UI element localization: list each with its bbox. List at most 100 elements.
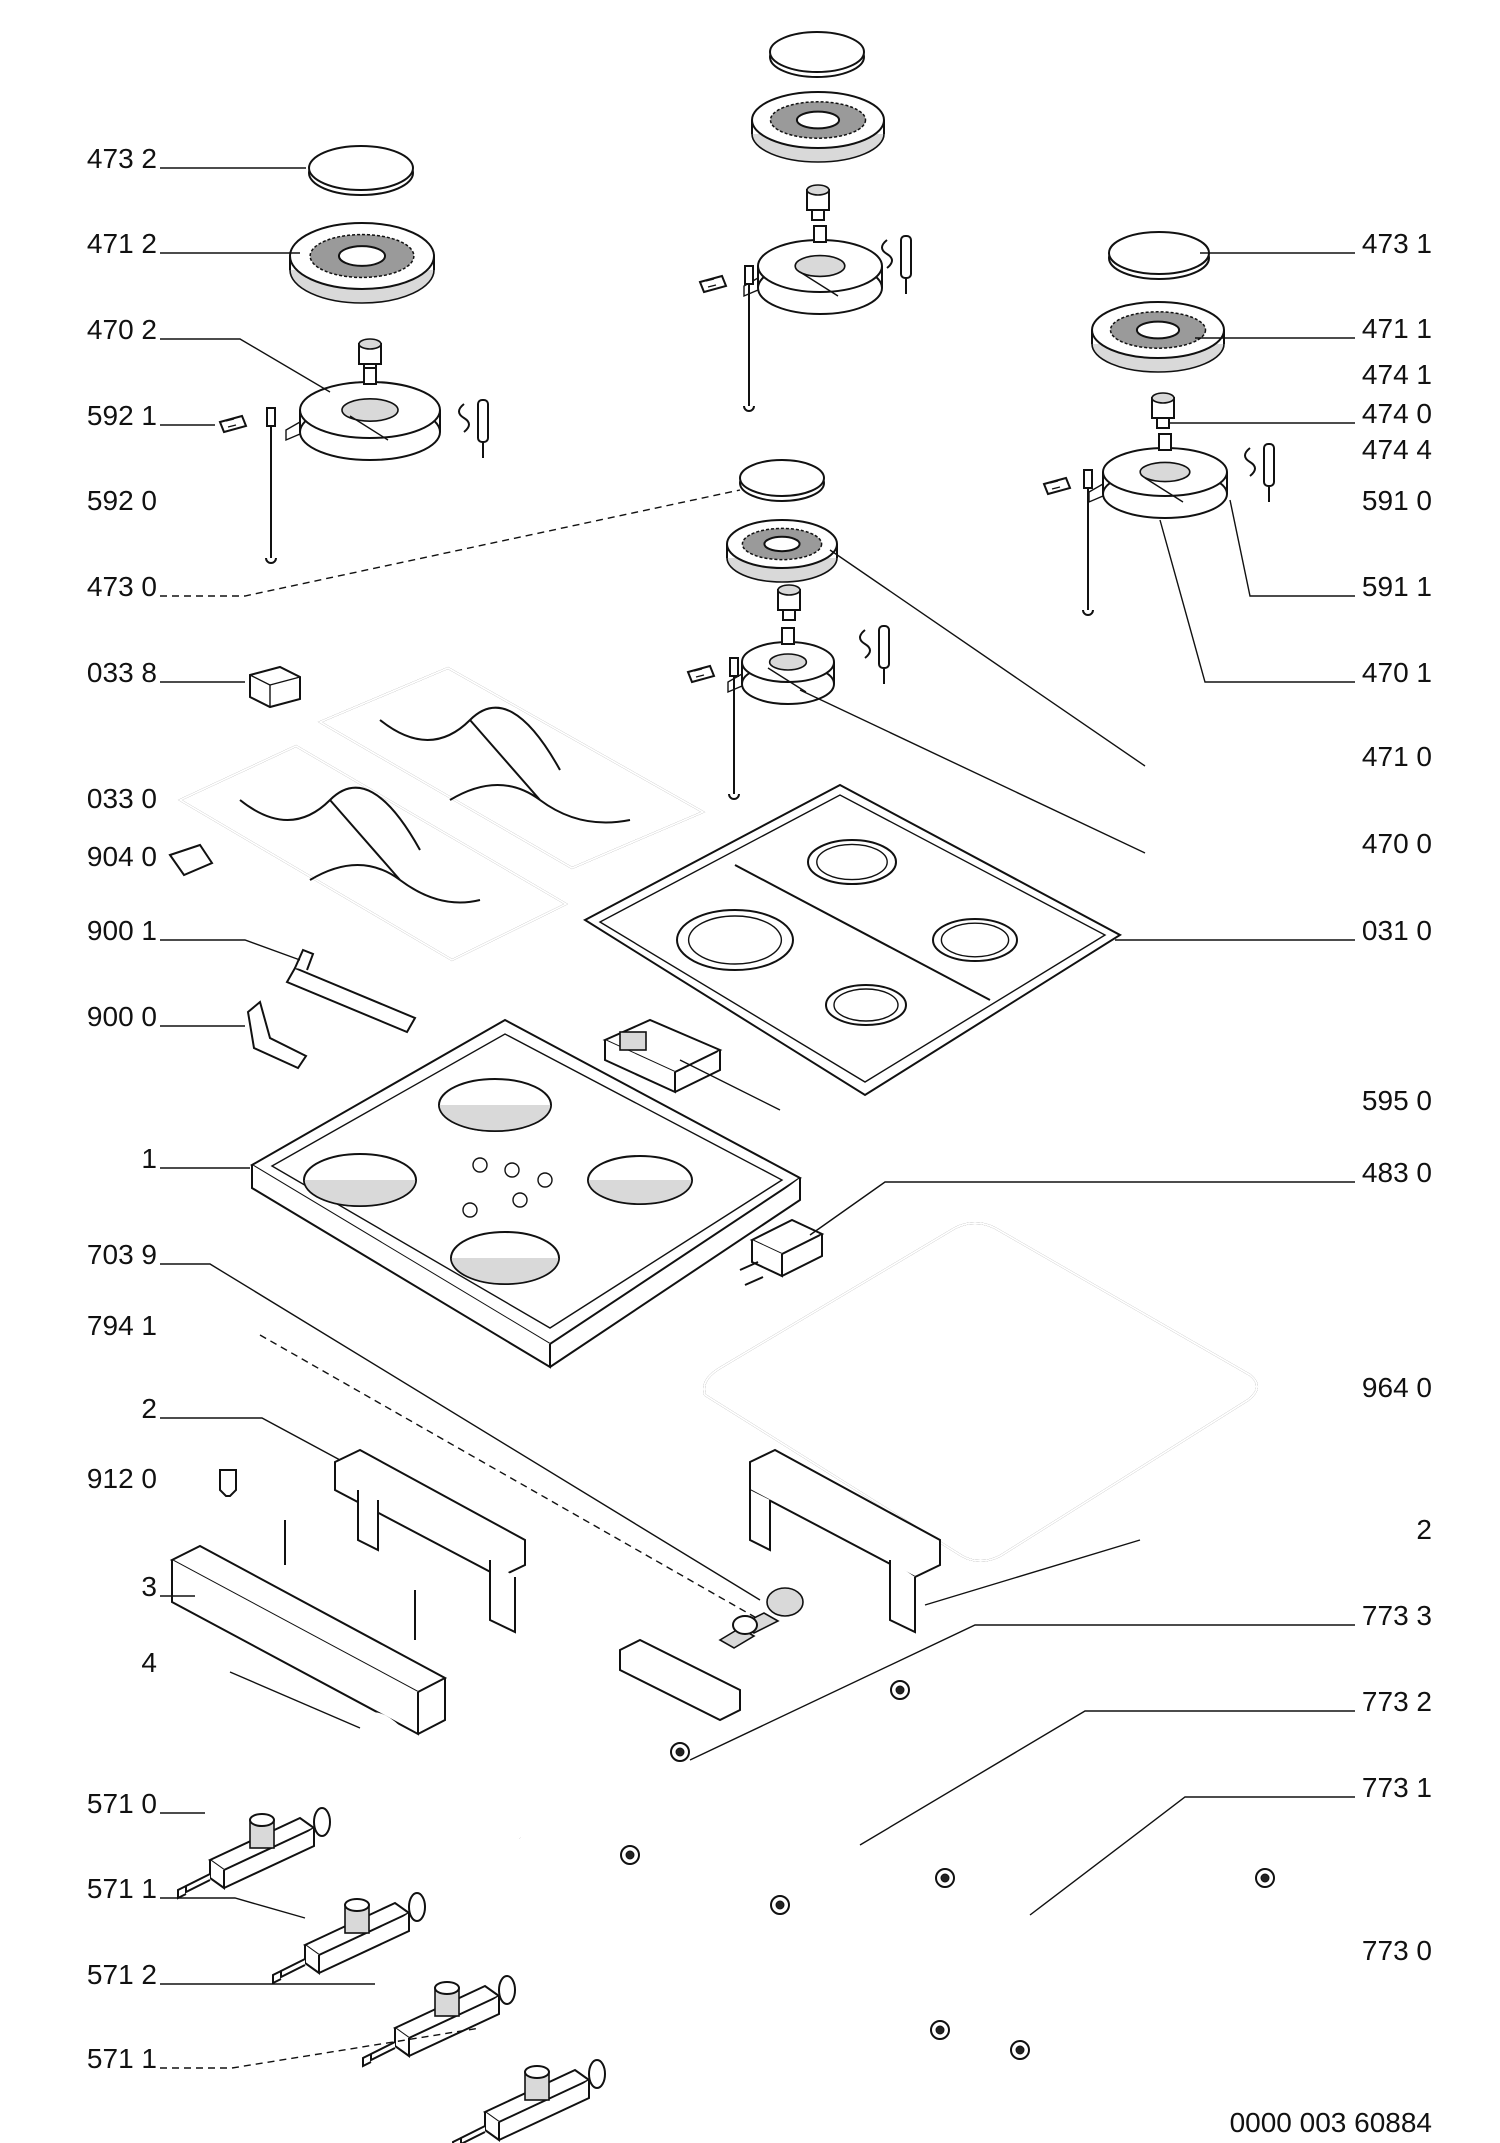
label-left-5710: 571 0: [87, 1788, 157, 1819]
label-left-0330: 033 0: [87, 783, 157, 814]
thermocouple-left: [265, 407, 277, 564]
leader-9001: [160, 939, 301, 961]
burner-cap-top: [769, 31, 865, 78]
label-left-5712: 571 2: [87, 1959, 157, 1990]
electrode-middle: [859, 625, 890, 684]
leader-4: [229, 1671, 361, 1729]
leader-4710: [829, 549, 1146, 767]
label-left-9120: 912 0: [87, 1463, 157, 1494]
burner-body-left: [285, 367, 441, 461]
label-left-5921: 592 1: [87, 400, 157, 431]
label-right-0310: 031 0: [1362, 915, 1432, 946]
pipe-nut: [670, 1742, 690, 1762]
burner-head-top: [751, 91, 885, 163]
supply-pipe-7733: [629, 1755, 794, 1863]
bracket-0338: [249, 665, 301, 709]
label-left-7039: 703 9: [87, 1239, 157, 1270]
label-right-7732: 773 2: [1362, 1686, 1432, 1717]
injector-right: [1151, 392, 1175, 429]
burner-body-middle: [727, 627, 835, 705]
label-left-5711a: 571 1: [87, 1873, 157, 1904]
label-right-7733: 773 3: [1362, 1600, 1432, 1631]
label-right-2: 2: [1416, 1514, 1432, 1545]
injector-middle: [777, 584, 801, 621]
label-right-5910: 591 0: [1362, 485, 1432, 516]
leader-5711a: [160, 1897, 306, 1919]
ignition-unit-5950: [602, 1018, 723, 1094]
bracket-9001: [285, 948, 417, 1034]
leader-4702: [160, 338, 331, 393]
burner-cap-middle: [739, 459, 825, 502]
label-left-4712: 471 2: [87, 228, 157, 259]
connector-4830: [739, 1218, 825, 1286]
label-left-5711b: 571 1: [87, 2043, 157, 2074]
leader-7732: [859, 1710, 1355, 1846]
label-right-4711: 471 1: [1362, 313, 1432, 344]
label-left-4702: 470 2: [87, 314, 157, 345]
seal-9640: [703, 1222, 1258, 1562]
pan-support-front: [177, 744, 569, 962]
pipe-nut: [770, 1895, 790, 1915]
burner-cap-left: [308, 145, 414, 196]
label-left-4: 4: [141, 1647, 157, 1678]
label-right-4731: 473 1: [1362, 228, 1432, 259]
electrode-top: [881, 235, 912, 294]
label-right-4700: 470 0: [1362, 828, 1432, 859]
electrode-right: [1244, 443, 1275, 502]
label-right-4741: 474 1: [1362, 359, 1432, 390]
pipe-washer-7941: [732, 1615, 758, 1635]
drawing-number: 0000 003 60884: [1230, 2107, 1432, 2138]
label-right-4744: 474 4: [1362, 434, 1432, 465]
leader-7039: [160, 1263, 761, 1601]
clip-right: [1042, 476, 1072, 496]
valve-hole: [512, 1192, 528, 1208]
label-right-5911: 591 1: [1362, 571, 1432, 602]
valve-hole: [462, 1202, 478, 1218]
valve-hole: [472, 1157, 488, 1173]
supply-pipe-7731: [938, 1880, 1058, 2033]
label-left-5920: 592 0: [87, 485, 157, 516]
burner-head-middle: [726, 519, 838, 583]
burner-opening: [825, 984, 907, 1026]
thermocouple-middle: [728, 657, 740, 800]
clip-middle: [686, 664, 716, 684]
leader-7731: [1029, 1796, 1355, 1916]
label-right-4830: 483 0: [1362, 1157, 1432, 1188]
injector-top: [806, 184, 830, 221]
plate-9040: [168, 843, 214, 877]
supply-pipe-7730: [1019, 1878, 1267, 2053]
base-tray-1: [250, 1018, 802, 1369]
bracket-2-right: [749, 1448, 941, 1634]
pipe-nut: [1255, 1868, 1275, 1888]
pipe-nut: [930, 2020, 950, 2040]
pipe-nut: [890, 1680, 910, 1700]
label-right-5950: 595 0: [1362, 1085, 1432, 1116]
label-left-9000: 900 0: [87, 1001, 157, 1032]
burner-body-right: [1088, 433, 1228, 519]
leader-4830: [809, 1181, 1355, 1236]
pan-support-back: [317, 666, 706, 870]
label-left-2a: 2: [141, 1393, 157, 1424]
label-left-3: 3: [141, 1571, 157, 1602]
pipe-nut: [620, 1845, 640, 1865]
leader-4700: [799, 689, 1146, 854]
label-left-9001: 900 1: [87, 915, 157, 946]
parts-drawing: [168, 31, 1275, 2143]
leader-2a: [160, 1417, 341, 1461]
leader-5911: [1229, 499, 1355, 597]
leader-2: [924, 1539, 1141, 1606]
label-right-4710: 471 0: [1362, 741, 1432, 772]
clip-9120: [219, 1469, 237, 1497]
bracket-9000: [246, 1000, 308, 1070]
label-left-0338: 033 8: [87, 657, 157, 688]
bracket-3: [169, 1520, 448, 1736]
leader-5711b: [160, 2027, 481, 2069]
burner-cap-right: [1108, 231, 1210, 280]
label-right-9640: 964 0: [1362, 1372, 1432, 1403]
label-right-4740: 474 0: [1362, 398, 1432, 429]
label-left-4730: 473 0: [87, 571, 157, 602]
burner-head-right: [1091, 301, 1225, 373]
pipe-fitting-7039: [766, 1587, 804, 1617]
